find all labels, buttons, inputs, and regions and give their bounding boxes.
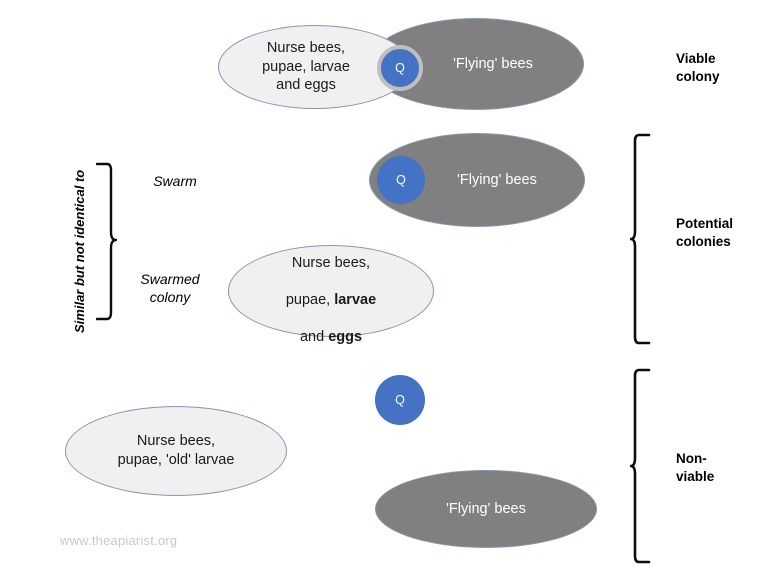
- flying-bees-oval-nonviable: 'Flying' bees: [375, 470, 597, 548]
- queen-label-swarm: Q: [396, 173, 406, 187]
- group-label-swarmed-colony: Swarmed colony: [140, 271, 200, 306]
- brood-label-viable: Nurse bees, pupae, larvae and eggs: [262, 40, 350, 94]
- brood-line-2-plain: pupae,: [285, 292, 335, 308]
- watermark-url: www.theapiarist.org: [60, 533, 178, 548]
- brood-line-1: Nurse bees,: [291, 254, 371, 271]
- right-label-potential-colonies: Potential colonies: [676, 216, 734, 250]
- queen-circle-swarm: Q: [377, 156, 425, 204]
- brood-oval-swarmed: Nurse bees, pupae, larvae and eggs: [228, 245, 434, 345]
- brood-line-2-bold: larvae: [334, 292, 377, 308]
- brood-label-nonviable: Nurse bees, pupae, 'old' larvae: [117, 433, 235, 468]
- right-label-non-viable: Non- viable: [676, 451, 715, 485]
- right-label-viable-colony: Viable colony: [676, 51, 720, 85]
- flying-bees-oval-swarm: 'Flying' bees: [369, 133, 585, 227]
- brood-oval-nonviable: Nurse bees, pupae, 'old' larvae: [65, 406, 287, 496]
- brood-line-3-plain: and: [299, 329, 329, 346]
- flying-bees-label-swarm: 'Flying' bees: [457, 171, 537, 188]
- bracket-potential-colonies: [630, 133, 652, 345]
- queen-circle-nonviable: Q: [375, 375, 425, 425]
- group-label-swarm: Swarm: [153, 173, 197, 189]
- bracket-similar-not-identical: [96, 162, 118, 322]
- brood-line-3-bold: eggs: [328, 329, 363, 346]
- flying-bees-label-nonviable: 'Flying' bees: [446, 500, 526, 517]
- brood-label-swarmed: Nurse bees, pupae, larvae and eggs: [286, 235, 376, 346]
- queen-label-viable: Q: [395, 61, 405, 75]
- queen-circle-viable: Q: [377, 45, 423, 91]
- vertical-note-similar-but-not-identical: Similar but not identical to: [72, 169, 87, 333]
- bracket-non-viable: [630, 368, 652, 564]
- queen-label-nonviable: Q: [395, 393, 405, 407]
- flying-bees-label-viable: 'Flying' bees: [453, 55, 533, 72]
